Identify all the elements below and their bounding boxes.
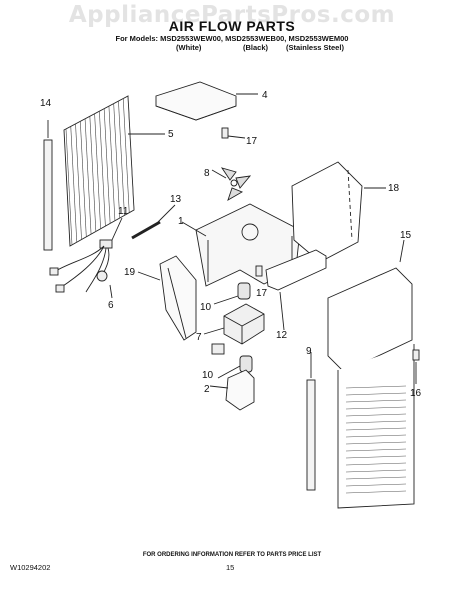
callout-16: 16 xyxy=(410,388,422,399)
part-17-screw-mid xyxy=(255,265,263,277)
callout-15: 15 xyxy=(400,230,412,241)
panel-vent xyxy=(345,462,407,466)
callout-14: 14 xyxy=(40,98,52,109)
callout-6: 6 xyxy=(108,300,114,311)
panel-vent xyxy=(345,469,407,473)
variant-black: (Black) xyxy=(243,43,269,52)
document-number: W10294202 xyxy=(10,563,51,572)
part-7-fan-motor xyxy=(203,303,265,355)
callout-11: 11 xyxy=(118,206,129,217)
callout-13: 13 xyxy=(170,194,182,205)
panel-rib xyxy=(118,101,125,216)
part-14-strip xyxy=(43,120,53,251)
models-line: For Models: MSD2553WEW00, MSD2553WEB00, … xyxy=(115,34,349,43)
part-8-fan-blade xyxy=(211,167,252,201)
panel-vent xyxy=(345,427,407,431)
ordering-note: FOR ORDERING INFORMATION REFER TO PARTS … xyxy=(142,552,322,558)
panel-vent xyxy=(345,406,407,410)
panel-rib xyxy=(127,95,135,211)
callout-4: 4 xyxy=(262,90,268,101)
panel-vent xyxy=(345,399,407,403)
page-title: AIR FLOW PARTS xyxy=(168,18,296,34)
panel-rib xyxy=(70,126,78,243)
panel-rib xyxy=(89,116,97,232)
panel-rib xyxy=(84,118,92,235)
panel-vent xyxy=(345,448,407,452)
callouts: 1 2 4 5 6 7 8 9 10 10 11 12 13 14 15 16 … xyxy=(40,90,422,399)
panel-vent xyxy=(345,476,407,480)
callout-2: 2 xyxy=(204,384,210,395)
panel-vent xyxy=(345,441,407,445)
panel-rib xyxy=(99,111,106,227)
panel-rib xyxy=(113,103,120,219)
part-13-probe xyxy=(131,204,176,240)
callout-19: 19 xyxy=(124,267,136,278)
panel-vent xyxy=(345,434,407,438)
part-5-panel xyxy=(63,95,165,247)
callout-18: 18 xyxy=(388,183,400,194)
part-10-grommet-upper xyxy=(213,282,251,305)
callout-12: 12 xyxy=(276,330,288,341)
panel-rib xyxy=(103,108,111,224)
panel-vent xyxy=(345,483,407,487)
panel-vent xyxy=(345,455,407,459)
panel-vent xyxy=(345,413,407,417)
callout-9: 9 xyxy=(306,346,312,357)
variant-white: (White) xyxy=(176,43,202,52)
part-17-screw-top xyxy=(221,127,246,139)
part-15-evaporator-cover xyxy=(327,239,415,509)
panel-vent xyxy=(345,392,407,396)
part-2-bracket xyxy=(209,369,255,411)
callout-7: 7 xyxy=(196,332,202,343)
panel-vent xyxy=(345,420,407,424)
callout-10b: 10 xyxy=(202,370,214,381)
callout-8: 8 xyxy=(204,168,210,179)
part-19-side-duct xyxy=(137,255,197,341)
callout-10a: 10 xyxy=(200,302,212,313)
part-16-screw xyxy=(412,349,420,384)
panel-rib xyxy=(122,98,130,213)
callout-17b: 17 xyxy=(256,288,268,299)
part-6-11-wire-harness xyxy=(49,217,123,299)
part-18-rear-panel xyxy=(291,161,386,263)
watermark: AppliancePartsPros.com xyxy=(68,2,396,28)
panel-rib xyxy=(108,106,116,221)
page-number: 15 xyxy=(226,563,235,572)
part-9-strip xyxy=(306,352,316,491)
panel-vent xyxy=(345,385,407,389)
panel-rib xyxy=(65,128,73,246)
panel-rib xyxy=(80,121,87,237)
panel-rib xyxy=(94,113,101,229)
callout-17a: 17 xyxy=(246,136,258,147)
callout-5: 5 xyxy=(168,129,174,140)
part-4-bracket xyxy=(155,81,258,121)
panel-vent xyxy=(345,490,407,494)
panel-rib xyxy=(75,123,82,240)
variant-stainless: (Stainless Steel) xyxy=(286,43,344,52)
callout-1: 1 xyxy=(178,216,184,227)
part-12-bracket xyxy=(265,249,327,331)
